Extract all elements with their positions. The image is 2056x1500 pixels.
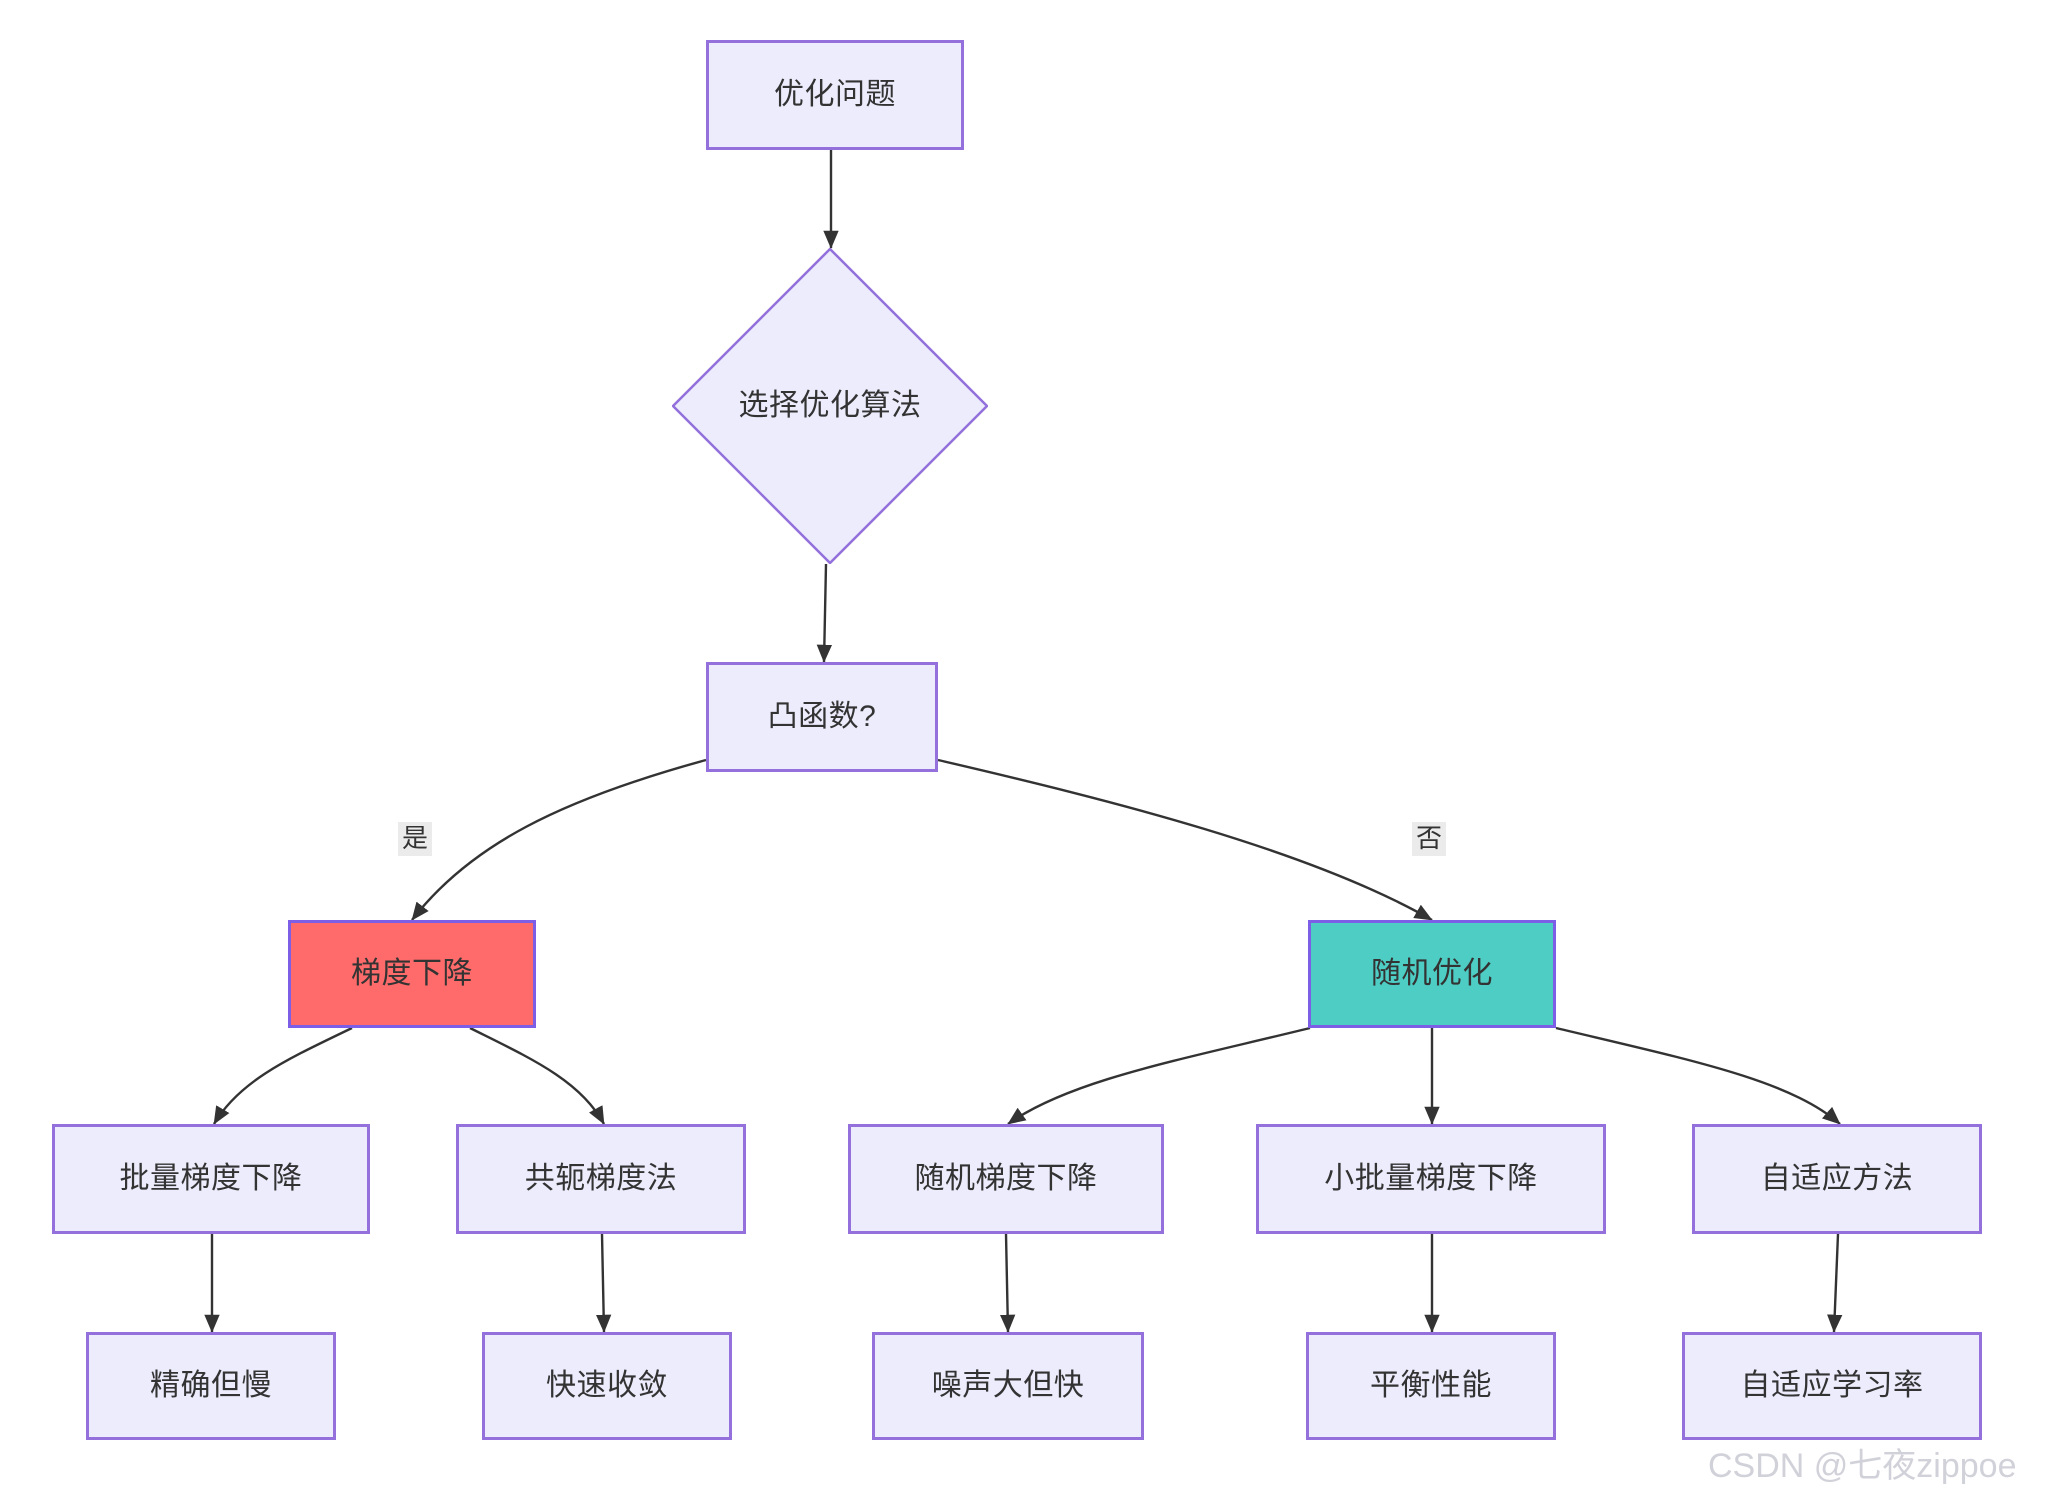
node-label: 共轭梯度法 bbox=[524, 1162, 678, 1195]
csdn-watermark: CSDN @七夜zippoe bbox=[1708, 1447, 2017, 1485]
node-label: 快速收敛 bbox=[546, 1369, 668, 1402]
edge-label-yes: 是 bbox=[398, 822, 433, 856]
edge-n3-to-n5 bbox=[937, 758, 1433, 922]
node-n5[interactable]: 随机优化 bbox=[1308, 920, 1556, 1028]
node-label: 噪声大但快 bbox=[931, 1369, 1085, 1402]
diamond-shape bbox=[672, 248, 988, 564]
node-label: 自适应方法 bbox=[1760, 1162, 1914, 1195]
node-n11[interactable]: 精确但慢 bbox=[86, 1332, 336, 1440]
edge-label-no: 否 bbox=[1412, 822, 1447, 856]
node-label: 优化问题 bbox=[774, 78, 896, 111]
edge-n3-to-n4 bbox=[411, 758, 707, 921]
edge-n5-to-n10 bbox=[1555, 1026, 1841, 1125]
node-label: 随机优化 bbox=[1371, 957, 1493, 990]
node-n15[interactable]: 自适应学习率 bbox=[1682, 1332, 1982, 1440]
edge-n5-to-n8 bbox=[1007, 1026, 1311, 1125]
node-n7[interactable]: 共轭梯度法 bbox=[456, 1124, 746, 1234]
node-n10[interactable]: 自适应方法 bbox=[1692, 1124, 1982, 1234]
node-label: 自适应学习率 bbox=[1740, 1369, 1924, 1402]
node-label: 凸函数? bbox=[767, 700, 877, 733]
node-n13[interactable]: 噪声大但快 bbox=[872, 1332, 1144, 1440]
node-label: 平衡性能 bbox=[1370, 1369, 1492, 1402]
node-n9[interactable]: 小批量梯度下降 bbox=[1256, 1124, 1606, 1234]
node-n6[interactable]: 批量梯度下降 bbox=[52, 1124, 370, 1234]
node-n8[interactable]: 随机梯度下降 bbox=[848, 1124, 1164, 1234]
node-n1[interactable]: 优化问题 bbox=[706, 40, 964, 150]
edge-n7-to-n12 bbox=[595, 1233, 612, 1333]
node-n14[interactable]: 平衡性能 bbox=[1306, 1332, 1556, 1440]
edge-n8-to-n13 bbox=[999, 1233, 1016, 1333]
node-label: 精确但慢 bbox=[150, 1369, 272, 1402]
edge-n10-to-n15 bbox=[1827, 1233, 1843, 1333]
node-label: 随机梯度下降 bbox=[914, 1162, 1098, 1195]
node-n2[interactable]: 选择优化算法 bbox=[672, 248, 988, 564]
edge-n2-to-n3 bbox=[816, 563, 833, 663]
node-n3[interactable]: 凸函数? bbox=[706, 662, 938, 772]
node-n12[interactable]: 快速收敛 bbox=[482, 1332, 732, 1440]
node-label: 选择优化算法 bbox=[738, 389, 922, 422]
node-n4[interactable]: 梯度下降 bbox=[288, 920, 536, 1028]
edge-n4-to-n6 bbox=[212, 1026, 353, 1125]
node-label: 小批量梯度下降 bbox=[1324, 1162, 1538, 1195]
node-label: 梯度下降 bbox=[351, 957, 473, 990]
edge-n4-to-n7 bbox=[469, 1026, 606, 1125]
node-label: 批量梯度下降 bbox=[119, 1162, 303, 1195]
